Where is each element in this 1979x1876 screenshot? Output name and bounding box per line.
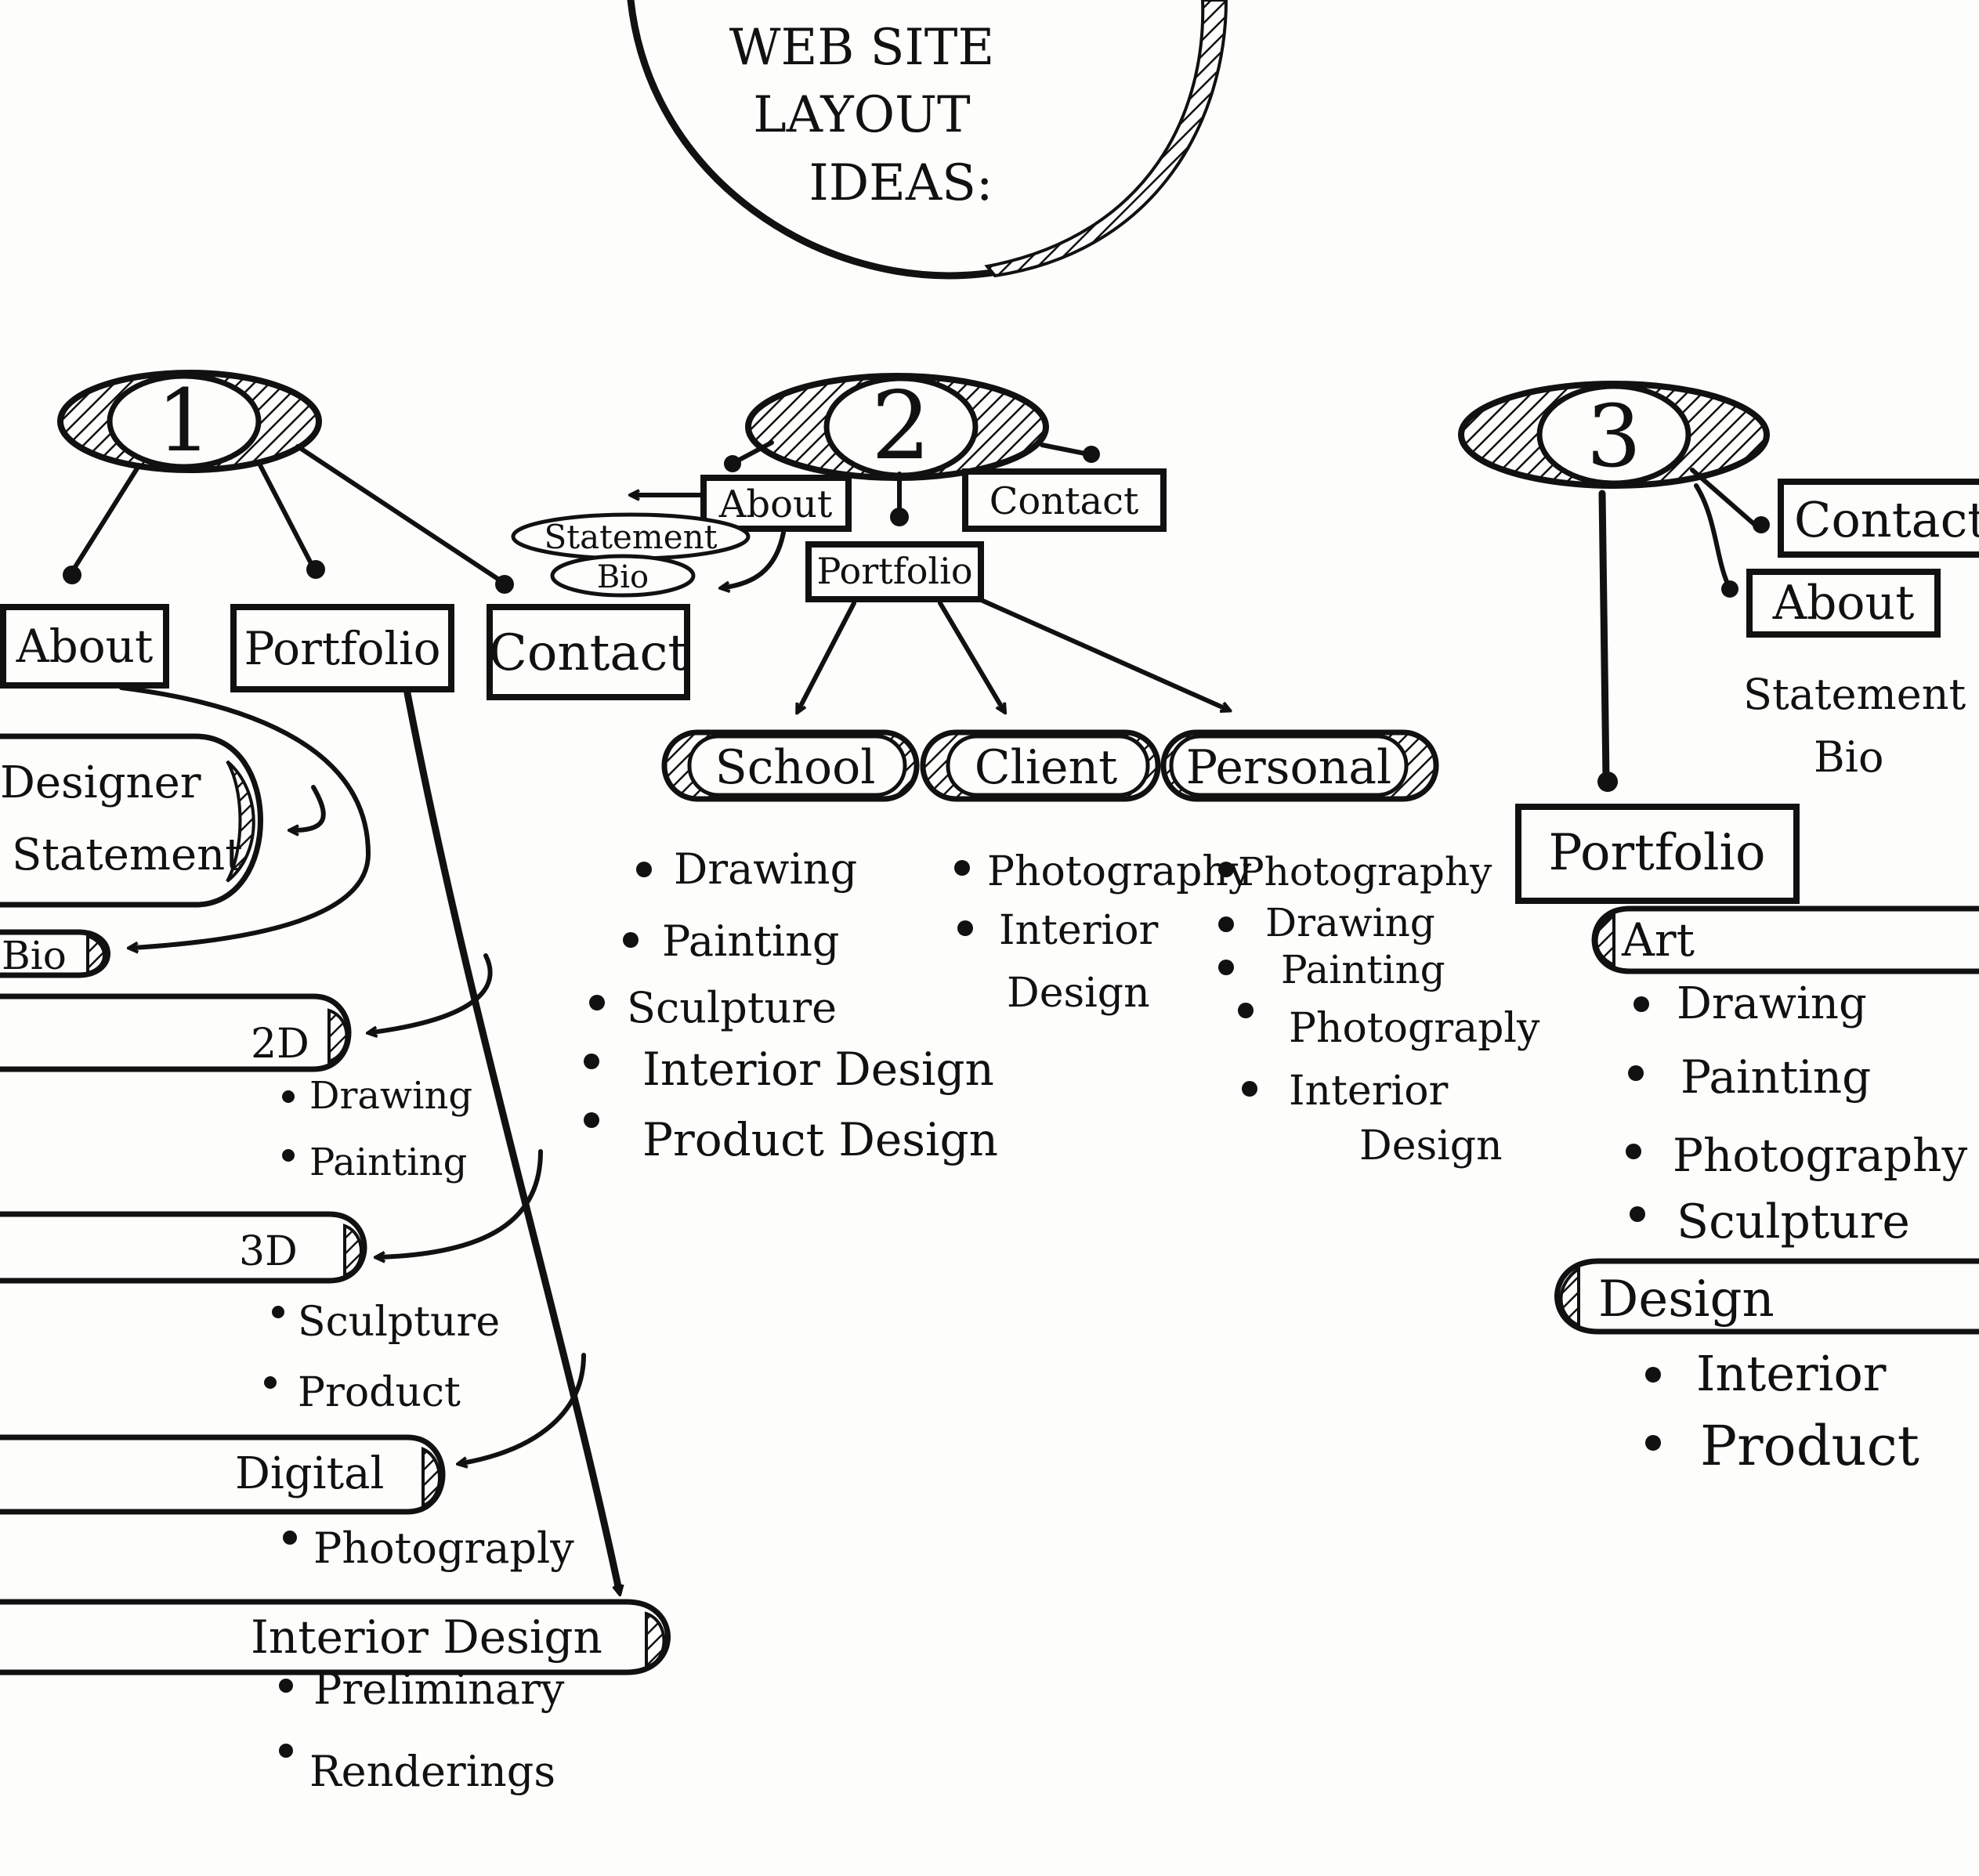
svg-text:Contact: Contact bbox=[489, 624, 688, 682]
layout-2-contact-node: Contact bbox=[962, 468, 1167, 532]
list-item: Photograply bbox=[1289, 1005, 1540, 1052]
layout-3-contact-node: Contact bbox=[1778, 479, 1979, 558]
list-item: Photograply bbox=[313, 1524, 574, 1573]
svg-text:Statement: Statement bbox=[12, 830, 243, 880]
list-item: Interior bbox=[1696, 1345, 1887, 1402]
layout-1: 1 About Portfolio Contact Designer State… bbox=[0, 370, 690, 1796]
list-item: Product bbox=[298, 1369, 461, 1416]
layout-2-category-client: Client bbox=[920, 729, 1161, 802]
svg-text:Statement: Statement bbox=[544, 518, 717, 556]
svg-text:Bio: Bio bbox=[597, 559, 649, 595]
title-line-1: WEB SITE bbox=[729, 19, 994, 77]
layout-3-group-art: Art bbox=[1591, 905, 1979, 974]
layout-1-section-2d: 2D Drawing Painting bbox=[0, 993, 472, 1184]
list-item: Interior bbox=[1289, 1068, 1448, 1115]
section-label: Digital bbox=[235, 1448, 384, 1499]
layout-2-personal-list: Photography Drawing Painting Photograply… bbox=[1218, 849, 1540, 1169]
svg-text:About: About bbox=[16, 620, 154, 673]
layout-3-number: 3 bbox=[1586, 386, 1641, 486]
svg-text:Bio: Bio bbox=[2, 933, 67, 978]
layout-2: 2 About Contact Portfolio Statement Bio bbox=[511, 372, 1540, 1169]
list-item: Painting bbox=[1681, 1050, 1871, 1104]
list-item: Drawing bbox=[1677, 978, 1867, 1029]
layout-2-category-personal: Personal bbox=[1160, 729, 1439, 802]
layout-1-section-3d: 3D Sculpture Product bbox=[0, 1211, 500, 1416]
layout-1-about-node: About bbox=[0, 604, 169, 689]
layout-2-portfolio-node: Portfolio bbox=[805, 541, 984, 602]
list-item: Photography bbox=[987, 848, 1252, 895]
layout-3-group-design: Design bbox=[1554, 1258, 1979, 1335]
layout-3-badge: 3 bbox=[1458, 381, 1770, 489]
layout-2-badge: 2 bbox=[745, 372, 1049, 481]
layout-3-portfolio-node: Portfolio bbox=[1515, 804, 1800, 904]
svg-text:About: About bbox=[1772, 576, 1915, 631]
layout-2-client-list: Photography Interior Design bbox=[954, 848, 1252, 1017]
layout-1-section-digital: Digital Photograply bbox=[0, 1434, 574, 1573]
layout-2-number: 2 bbox=[871, 372, 931, 481]
layout-3-statement-text: Statement bbox=[1743, 670, 1966, 719]
layout-2-bio-bubble: Bio bbox=[550, 554, 696, 598]
svg-text:Portfolio: Portfolio bbox=[1549, 824, 1766, 882]
list-item: Design bbox=[1007, 970, 1150, 1017]
list-item: Photography bbox=[1673, 1129, 1967, 1182]
list-item: Drawing bbox=[674, 844, 857, 894]
layout-1-contact-node: Contact bbox=[487, 604, 690, 700]
layout-1-designer-statement: Designer Statement bbox=[0, 733, 263, 908]
list-item: Sculpture bbox=[1677, 1195, 1910, 1249]
list-item: Preliminary bbox=[313, 1665, 565, 1714]
layout-1-section-interior-design: Interior Design Preliminary Renderings bbox=[0, 1599, 671, 1796]
svg-text:Personal: Personal bbox=[1186, 740, 1391, 795]
section-label: 3D bbox=[239, 1228, 298, 1275]
svg-text:Client: Client bbox=[975, 740, 1118, 795]
list-item: Renderings bbox=[309, 1747, 555, 1796]
section-label: 2D bbox=[251, 1021, 309, 1068]
layout-1-badge: 1 bbox=[57, 370, 322, 473]
svg-text:School: School bbox=[715, 740, 876, 795]
group-label: Design bbox=[1598, 1271, 1775, 1328]
layout-2-school-list: Drawing Painting Sculpture Interior Desi… bbox=[584, 844, 998, 1166]
svg-text:Contact: Contact bbox=[990, 479, 1139, 523]
layout-1-portfolio-node: Portfolio bbox=[230, 604, 454, 692]
list-item: Product Design bbox=[642, 1113, 998, 1166]
layout-3: 3 Contact About Statement Bio Portfolio … bbox=[1458, 381, 1979, 1478]
list-item: Photography bbox=[1238, 849, 1492, 895]
layout-1-number: 1 bbox=[157, 371, 212, 471]
svg-text:Portfolio: Portfolio bbox=[816, 550, 972, 592]
list-item: Interior Design bbox=[642, 1043, 994, 1096]
layout-3-bio-text: Bio bbox=[1814, 732, 1883, 782]
group-label: Art bbox=[1621, 913, 1695, 967]
svg-text:Portfolio: Portfolio bbox=[244, 622, 440, 675]
list-item: Design bbox=[1359, 1122, 1503, 1169]
list-item: Drawing bbox=[309, 1074, 472, 1118]
list-item: Drawing bbox=[1265, 900, 1435, 945]
list-item: Interior bbox=[999, 907, 1158, 954]
list-item: Sculpture bbox=[298, 1299, 500, 1346]
layout-3-about-node: About bbox=[1746, 569, 1941, 638]
svg-text:Contact: Contact bbox=[1794, 491, 1979, 548]
title-bowl: WEB SITE LAYOUT IDEAS: bbox=[627, 0, 1228, 280]
layout-3-art-list: Drawing Painting Photography Sculpture bbox=[1626, 978, 1967, 1249]
list-item: Painting bbox=[662, 916, 839, 966]
svg-text:Designer: Designer bbox=[0, 757, 201, 808]
title-line-2: LAYOUT bbox=[753, 86, 971, 144]
section-label: Interior Design bbox=[251, 1610, 602, 1664]
list-item: Painting bbox=[309, 1140, 467, 1184]
list-item: Product bbox=[1700, 1414, 1919, 1478]
list-item: Sculpture bbox=[627, 983, 837, 1032]
layout-1-bio: Bio bbox=[0, 929, 110, 978]
svg-text:About: About bbox=[718, 483, 833, 526]
list-item: Painting bbox=[1281, 947, 1445, 992]
layout-2-statement-bubble: Statement bbox=[511, 512, 751, 561]
layout-2-about-node: About bbox=[700, 475, 852, 532]
layout-2-category-school: School bbox=[661, 729, 920, 802]
title-line-3: IDEAS: bbox=[809, 154, 993, 212]
layout-3-design-list: Interior Product bbox=[1645, 1345, 1919, 1478]
